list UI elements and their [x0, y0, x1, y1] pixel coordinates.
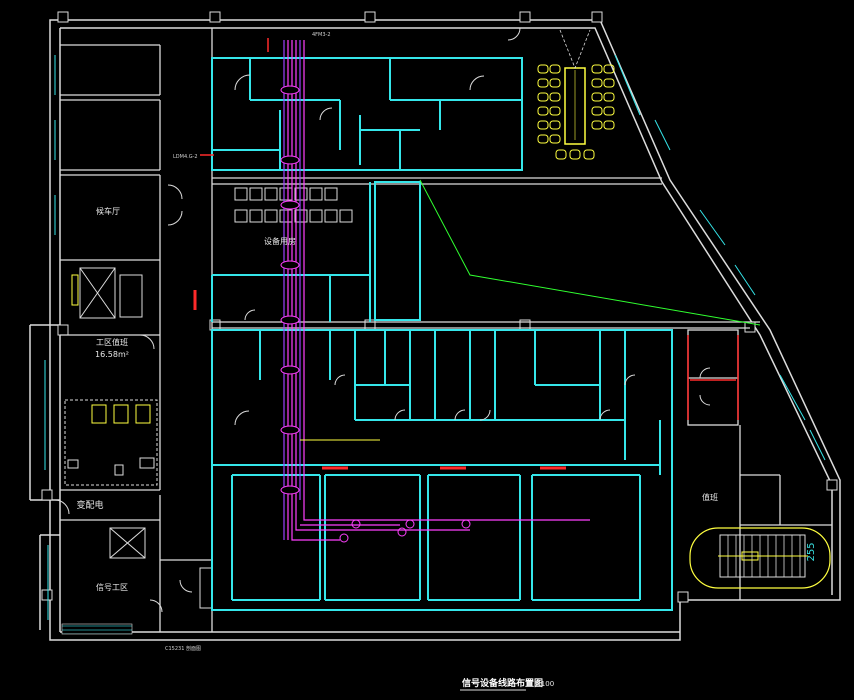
lower-room-walls [211, 329, 673, 611]
seat-rows [234, 187, 353, 223]
label-dim-up: 255 [806, 542, 817, 561]
label-area-name: 工区值班 [96, 337, 128, 347]
columns [41, 11, 838, 603]
hatched-area [61, 623, 133, 635]
elevators [71, 267, 213, 609]
windows [44, 54, 826, 620]
leader-line [419, 179, 761, 326]
middle-room-walls [211, 181, 421, 322]
label-tag-bottom: C15231 剖面图 [165, 645, 201, 652]
label-duty: 值班 [702, 492, 718, 502]
drawing-title: 信号设备线路布置图 [462, 677, 543, 689]
label-substation: 变配电 [76, 499, 103, 511]
label-tag-top: 4FM3-2 [312, 32, 331, 38]
label-waiting-hall: 候车厅 [96, 206, 120, 216]
label-area-value: 16.58m² [95, 350, 129, 359]
corridor-lines [212, 177, 760, 329]
left-wing-walls [60, 28, 213, 632]
drawing-title-block: 信号设备线路布置图 1:100 [460, 677, 554, 691]
label-equipment: 设备用房 [264, 236, 296, 246]
door-swings [54, 27, 711, 613]
stair [689, 527, 831, 589]
top-room-walls [211, 57, 523, 171]
cable-routes [280, 40, 590, 543]
drawing-scale: 1:100 [534, 680, 554, 688]
outlet-markers [200, 38, 269, 156]
toilet-block [64, 399, 158, 486]
label-tag-left: LDM4.G-2 [173, 154, 198, 160]
label-signal-office: 信号工区 [96, 582, 128, 592]
red-door-markers [193, 290, 566, 470]
room-labels: 候车厅 设备用房 工区值班 16.58m² 变配电 信号工区 值班 LDM4.G… [76, 32, 817, 652]
conference-room [537, 29, 615, 160]
right-room-red-doors [687, 335, 739, 420]
